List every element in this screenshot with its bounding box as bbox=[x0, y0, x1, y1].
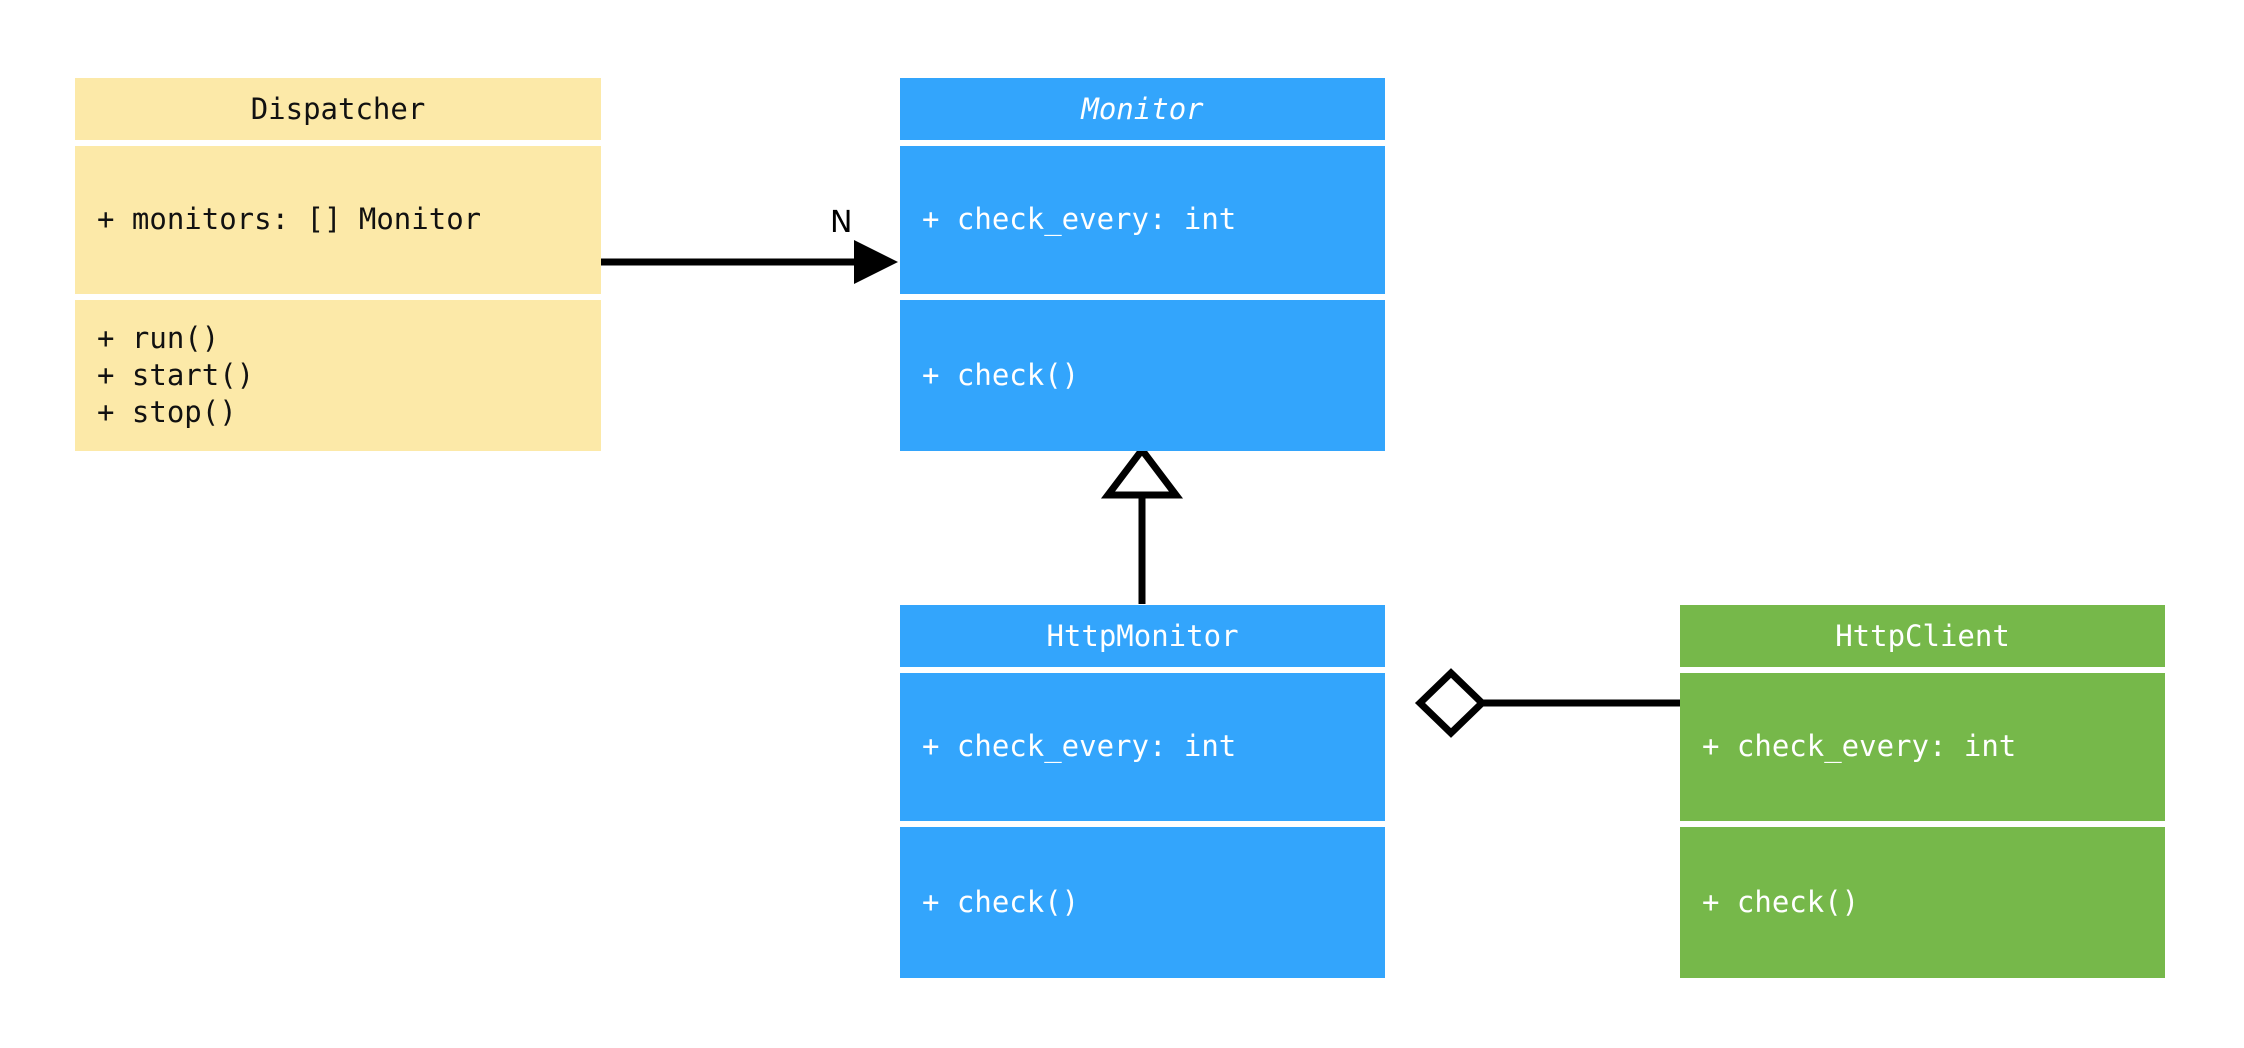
class-attributes-httpmonitor: + check_every: int bbox=[900, 673, 1385, 821]
attribute-row: + check_every: int bbox=[1702, 729, 2017, 764]
hollow-triangle-icon bbox=[1100, 444, 1184, 499]
class-box-dispatcher[interactable]: Dispatcher + monitors: [] Monitor + run(… bbox=[75, 78, 601, 451]
method-row: + run() bbox=[97, 320, 220, 355]
filled-arrowhead-icon bbox=[854, 240, 898, 284]
method-row: + check() bbox=[922, 884, 1080, 919]
class-methods-httpmonitor: + check() bbox=[900, 827, 1385, 978]
edge-httpmonitor-to-httpclient bbox=[1414, 668, 1680, 738]
edge-httpmonitor-to-monitor bbox=[1100, 444, 1184, 604]
attribute-row: + check_every: int bbox=[922, 729, 1237, 764]
class-title-httpclient: HttpClient bbox=[1680, 605, 2165, 667]
edge-dispatcher-to-monitor bbox=[601, 240, 898, 284]
class-box-monitor[interactable]: Monitor + check_every: int + check() bbox=[900, 78, 1385, 451]
attribute-row: + monitors: [] Monitor bbox=[97, 202, 482, 237]
association-multiplicity-label: N bbox=[830, 205, 853, 240]
method-row: + start() bbox=[97, 357, 255, 392]
class-methods-monitor: + check() bbox=[900, 300, 1385, 451]
class-methods-dispatcher: + run() + start() + stop() bbox=[75, 300, 601, 451]
class-box-httpmonitor[interactable]: HttpMonitor + check_every: int + check() bbox=[900, 605, 1385, 978]
method-row: + stop() bbox=[97, 395, 237, 430]
class-attributes-monitor: + check_every: int bbox=[900, 146, 1385, 294]
attribute-row: + check_every: int bbox=[922, 202, 1237, 237]
class-box-httpclient[interactable]: HttpClient + check_every: int + check() bbox=[1680, 605, 2165, 978]
method-row: + check() bbox=[1702, 884, 1860, 919]
class-title-httpmonitor: HttpMonitor bbox=[900, 605, 1385, 667]
class-title-monitor: Monitor bbox=[900, 78, 1385, 140]
hollow-diamond-icon bbox=[1414, 668, 1488, 738]
class-methods-httpclient: + check() bbox=[1680, 827, 2165, 978]
method-row: + check() bbox=[922, 357, 1080, 392]
class-attributes-httpclient: + check_every: int bbox=[1680, 673, 2165, 821]
class-attributes-dispatcher: + monitors: [] Monitor bbox=[75, 146, 601, 294]
class-title-dispatcher: Dispatcher bbox=[75, 78, 601, 140]
